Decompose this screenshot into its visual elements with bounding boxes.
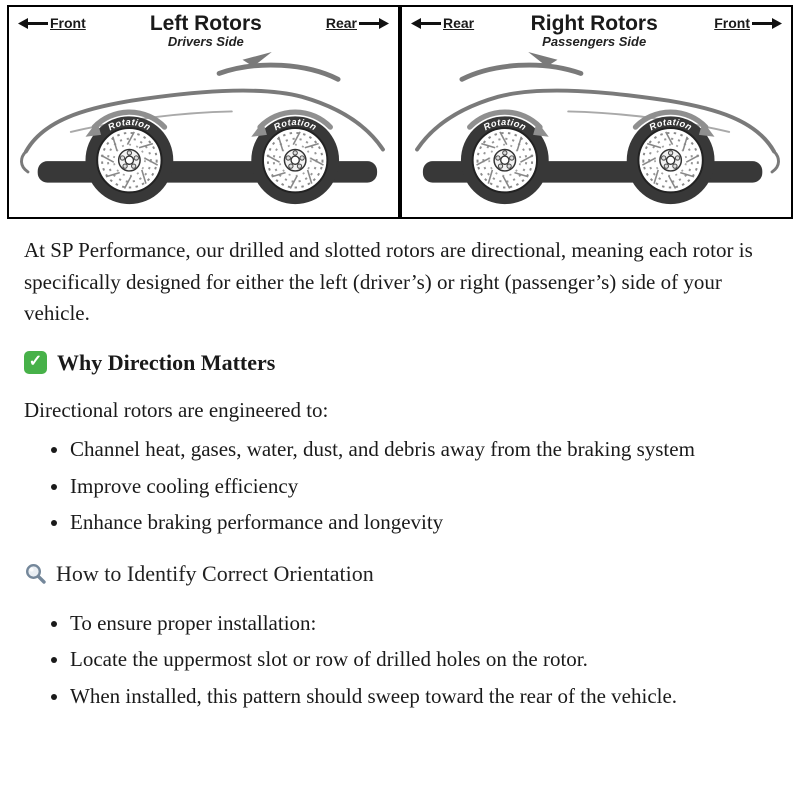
arrow-right-icon (752, 17, 782, 29)
rotor-direction-diagram: Front Left Rotors Drivers Side Rear (7, 5, 793, 219)
right-panel-header: Rear Right Rotors Passengers Side Front (402, 7, 791, 49)
rear-wheel-rotation: Rotation (467, 109, 549, 138)
left-panel-title: Left Rotors (149, 12, 262, 35)
front-wheel-rotation: Rotation (632, 109, 715, 138)
left-car-illustration: Rotation Rotation (20, 52, 385, 205)
left-panel-title-wrap: Left Rotors Drivers Side (150, 12, 262, 49)
rotation-label: Rotation (106, 117, 152, 132)
arrow-left-icon (18, 17, 48, 29)
arrow-left-icon (411, 17, 441, 29)
front-wheel-rotation: Rotation (85, 109, 168, 138)
heading-text: Why Direction Matters (57, 349, 276, 375)
rear-label: Rear (325, 15, 357, 31)
list-item: Enhance braking performance and longevit… (70, 507, 770, 539)
list-item: To ensure proper installation: (70, 608, 770, 640)
left-rotors-panel: Front Left Rotors Drivers Side Rear (7, 5, 400, 219)
rotation-label: Rotation (482, 117, 528, 132)
intro-paragraph: At SP Performance, our drilled and slott… (24, 238, 753, 325)
svg-text:Rotation: Rotation (482, 117, 528, 132)
rear-label: Rear (443, 15, 475, 31)
right-panel-title-wrap: Right Rotors Passengers Side (531, 12, 658, 49)
right-panel-subtitle: Passengers Side (542, 34, 647, 50)
direction-benefits-list: Channel heat, gases, water, dust, and de… (24, 434, 770, 539)
page: Front Left Rotors Drivers Side Rear (0, 5, 800, 712)
why-direction-matters-heading: ✓ Why Direction Matters (24, 346, 770, 379)
magnifier-icon (25, 563, 46, 584)
arrow-right-icon (359, 17, 389, 29)
list-item: Improve cooling efficiency (70, 471, 770, 503)
left-panel-subtitle: Drivers Side (167, 34, 244, 50)
list-item: Locate the uppermost slot or row of dril… (70, 644, 770, 676)
front-direction-label: Front (18, 15, 86, 31)
left-panel-header: Front Left Rotors Drivers Side Rear (9, 7, 398, 49)
rear-wheel-rotation: Rotation (251, 109, 333, 138)
front-label: Front (50, 15, 86, 31)
check-icon: ✓ (24, 350, 47, 374)
svg-text:Rotation: Rotation (106, 117, 152, 132)
rotation-label: Rotation (648, 117, 694, 132)
svg-text:Rotation: Rotation (272, 117, 318, 132)
orientation-steps-list: To ensure proper installation: Locate th… (24, 608, 770, 713)
front-label: Front (714, 15, 750, 31)
list-item: Channel heat, gases, water, dust, and de… (70, 434, 770, 466)
right-car-illustration: Rotation Rotation (415, 52, 780, 205)
front-direction-label: Front (714, 15, 782, 31)
rear-direction-label: Rear (411, 15, 474, 31)
heading-text: How to Identify Correct Orientation (56, 560, 374, 586)
identify-orientation-heading: How to Identify Correct Orientation (24, 557, 770, 590)
rear-direction-label: Rear (326, 15, 389, 31)
engineered-to-lead: Directional rotors are engineered to: (24, 397, 329, 422)
right-rotors-panel: Rear Right Rotors Passengers Side Front (400, 5, 793, 219)
right-panel-title: Right Rotors (530, 12, 658, 35)
article-content: At SP Performance, our drilled and slott… (0, 231, 800, 712)
list-item: When installed, this pattern should swee… (70, 681, 770, 713)
svg-text:Rotation: Rotation (648, 117, 694, 132)
rotation-label: Rotation (272, 117, 318, 132)
